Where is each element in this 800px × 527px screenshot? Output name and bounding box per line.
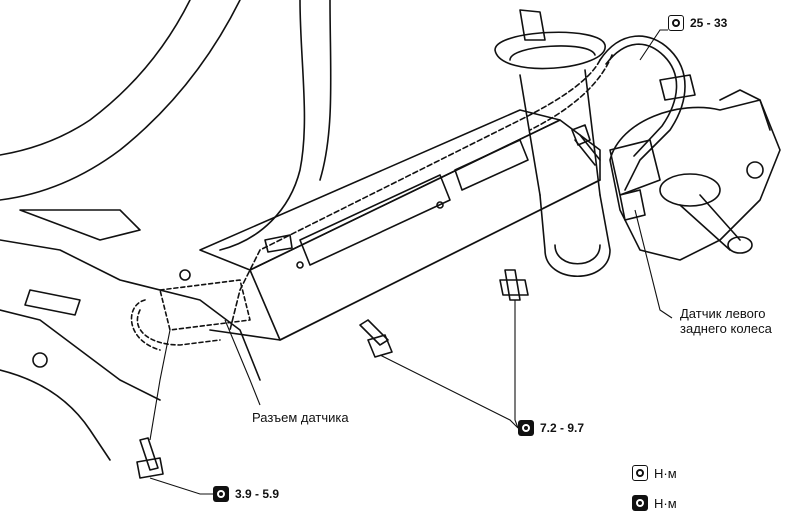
panel-hole-1 xyxy=(32,352,48,368)
connector-clip-hidden xyxy=(136,309,221,346)
strut-rod-top xyxy=(519,9,546,41)
crossmember-window-2 xyxy=(454,139,529,191)
wrench-filled-icon xyxy=(632,495,648,511)
torque-spec-lower: 3.9 - 5.9 xyxy=(213,486,279,502)
leader-crossmember-right xyxy=(514,300,519,429)
leader-connector xyxy=(224,319,261,406)
knuckle-arm xyxy=(719,89,771,131)
body-floor xyxy=(0,239,261,381)
connector-clip-hidden-2 xyxy=(130,299,161,351)
bolt-crossmember-mid-head xyxy=(367,334,393,358)
bolt-lower-head xyxy=(136,457,164,479)
bolt-crossmember-right-head xyxy=(499,279,529,296)
wrench-outline-icon xyxy=(668,15,684,31)
strut-spring-seat xyxy=(509,45,596,61)
bolt-lower xyxy=(139,437,159,471)
panel-slot xyxy=(24,289,81,316)
leader-lower-bolt xyxy=(149,477,213,495)
connector-hidden xyxy=(159,279,251,331)
body-ridge xyxy=(19,209,141,241)
sensor-cable-hidden xyxy=(229,59,601,331)
torque-spec-top: 25 - 33 xyxy=(668,15,727,31)
torque-value-lower: 3.9 - 5.9 xyxy=(235,487,280,501)
leader-connector-lower xyxy=(149,329,171,441)
crossmember-bottom xyxy=(209,179,601,341)
torque-value-crossmember: 7.2 - 9.7 xyxy=(540,421,585,435)
sensor-connector-label: Разъем датчика xyxy=(252,410,349,425)
legend-unit-2-text: Н·м xyxy=(654,495,677,511)
body-panel-outline xyxy=(0,0,241,201)
rear-left-wheel-sensor-label: Датчик левого заднего колеса xyxy=(680,306,772,336)
legend-unit-2: Н·м xyxy=(632,495,677,511)
wheel-arch-edge xyxy=(219,0,306,251)
hub-spindle xyxy=(659,173,721,207)
sensor-head xyxy=(619,189,646,221)
legend-unit-1: Н·м xyxy=(632,465,677,481)
bolt-crossmember-right xyxy=(504,269,521,301)
wrench-filled-icon xyxy=(213,486,229,502)
hub-spindle-shaft xyxy=(679,194,741,251)
hub-spindle-end xyxy=(727,236,753,254)
leader-top-bracket xyxy=(639,29,668,61)
body-panel-inner xyxy=(0,0,191,156)
knuckle-hole xyxy=(746,161,764,179)
bolt-crossmember-mid xyxy=(359,319,389,346)
bolt-top-strut-head xyxy=(571,124,591,146)
sensor-cable-2 xyxy=(605,43,678,157)
wrench-filled-icon xyxy=(518,420,534,436)
crossmember-hole-2 xyxy=(296,261,304,269)
sensor-label-line2: заднего колеса xyxy=(680,321,772,336)
panel-hole-2 xyxy=(179,269,191,281)
legend-unit-1-text: Н·м xyxy=(654,465,677,481)
strut-lower-eye xyxy=(554,244,601,265)
knuckle-body xyxy=(609,99,781,261)
sensor-label-line1: Датчик левого xyxy=(680,306,766,321)
body-floor-2 xyxy=(0,309,161,401)
body-floor-lower xyxy=(0,369,111,461)
sensor-cable xyxy=(599,35,686,191)
wrench-outline-icon xyxy=(632,465,648,481)
sensor-cable-hidden-2 xyxy=(529,54,613,131)
strut-upper-mount xyxy=(494,31,606,70)
crossmember-hole xyxy=(436,201,444,209)
crossmember-window xyxy=(299,174,451,266)
bolt-beam-end xyxy=(264,234,293,253)
leader-sensor xyxy=(634,209,673,319)
torque-value-top: 25 - 33 xyxy=(690,16,728,30)
leader-crossmember-mid xyxy=(379,354,519,429)
sensor-cable-clip xyxy=(659,74,696,101)
wheel-arch-edge-2 xyxy=(319,0,332,181)
torque-spec-crossmember: 7.2 - 9.7 xyxy=(518,420,584,436)
strut-lower-body xyxy=(539,194,611,278)
knuckle-bracket xyxy=(609,139,661,196)
